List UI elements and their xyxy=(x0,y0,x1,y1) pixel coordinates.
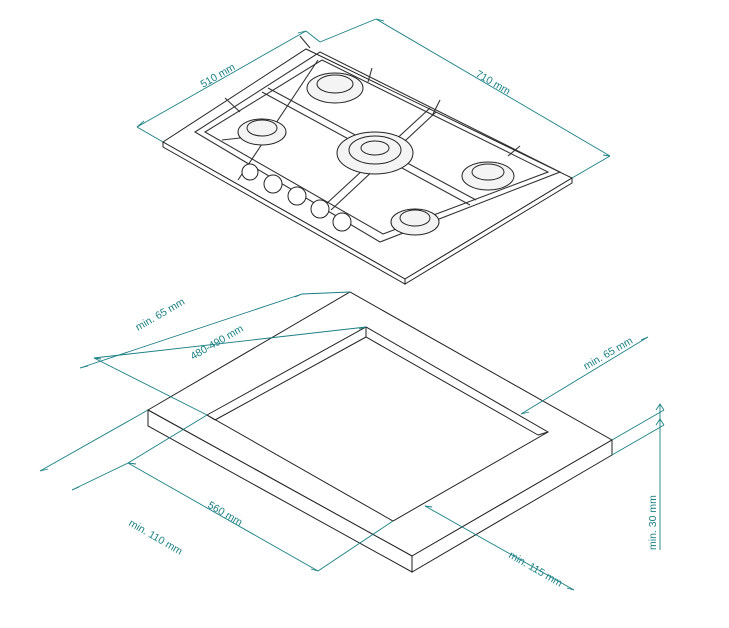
worktop-drawing: min. 65 mm 480-490 mm min. 65 mm 560 mm xyxy=(39,291,665,591)
control-knobs xyxy=(241,163,352,232)
burner-center-wok xyxy=(336,131,414,175)
hob-width-label: 710 mm xyxy=(474,68,513,97)
grate-frame-inner xyxy=(203,59,550,235)
burner-front xyxy=(390,208,440,236)
right-margin-label: min. 65 mm xyxy=(582,335,636,373)
knob-4 xyxy=(310,199,330,219)
hob-plate-side xyxy=(404,177,573,285)
cut-width-label: 560 mm xyxy=(206,499,245,528)
knob-2 xyxy=(263,174,283,194)
cutout-inner-right xyxy=(537,431,549,436)
dim-right-margin: min. 65 mm xyxy=(520,335,649,415)
hob-depth-label: 510 mm xyxy=(199,61,238,90)
cutout-inner-left xyxy=(206,414,216,421)
knob-3 xyxy=(287,186,307,206)
front-margin-label: min. 115 mm xyxy=(507,549,565,589)
burner-right xyxy=(461,161,515,191)
hob-drawing: 510 mm 710 mm xyxy=(136,18,611,285)
knob-5 xyxy=(332,212,352,232)
burner-rear-left xyxy=(306,72,364,104)
thickness-label: min. 30 mm xyxy=(647,495,659,550)
dim-thickness: min. 30 mm xyxy=(611,403,665,550)
top-margin-label: min. 65 mm xyxy=(134,296,188,334)
burner-left xyxy=(237,118,287,146)
left-margin-label: min. 110 mm xyxy=(127,517,185,557)
knob-1 xyxy=(241,163,259,181)
grate-divider-3 xyxy=(237,59,319,181)
grate-finger-1 xyxy=(221,35,521,157)
